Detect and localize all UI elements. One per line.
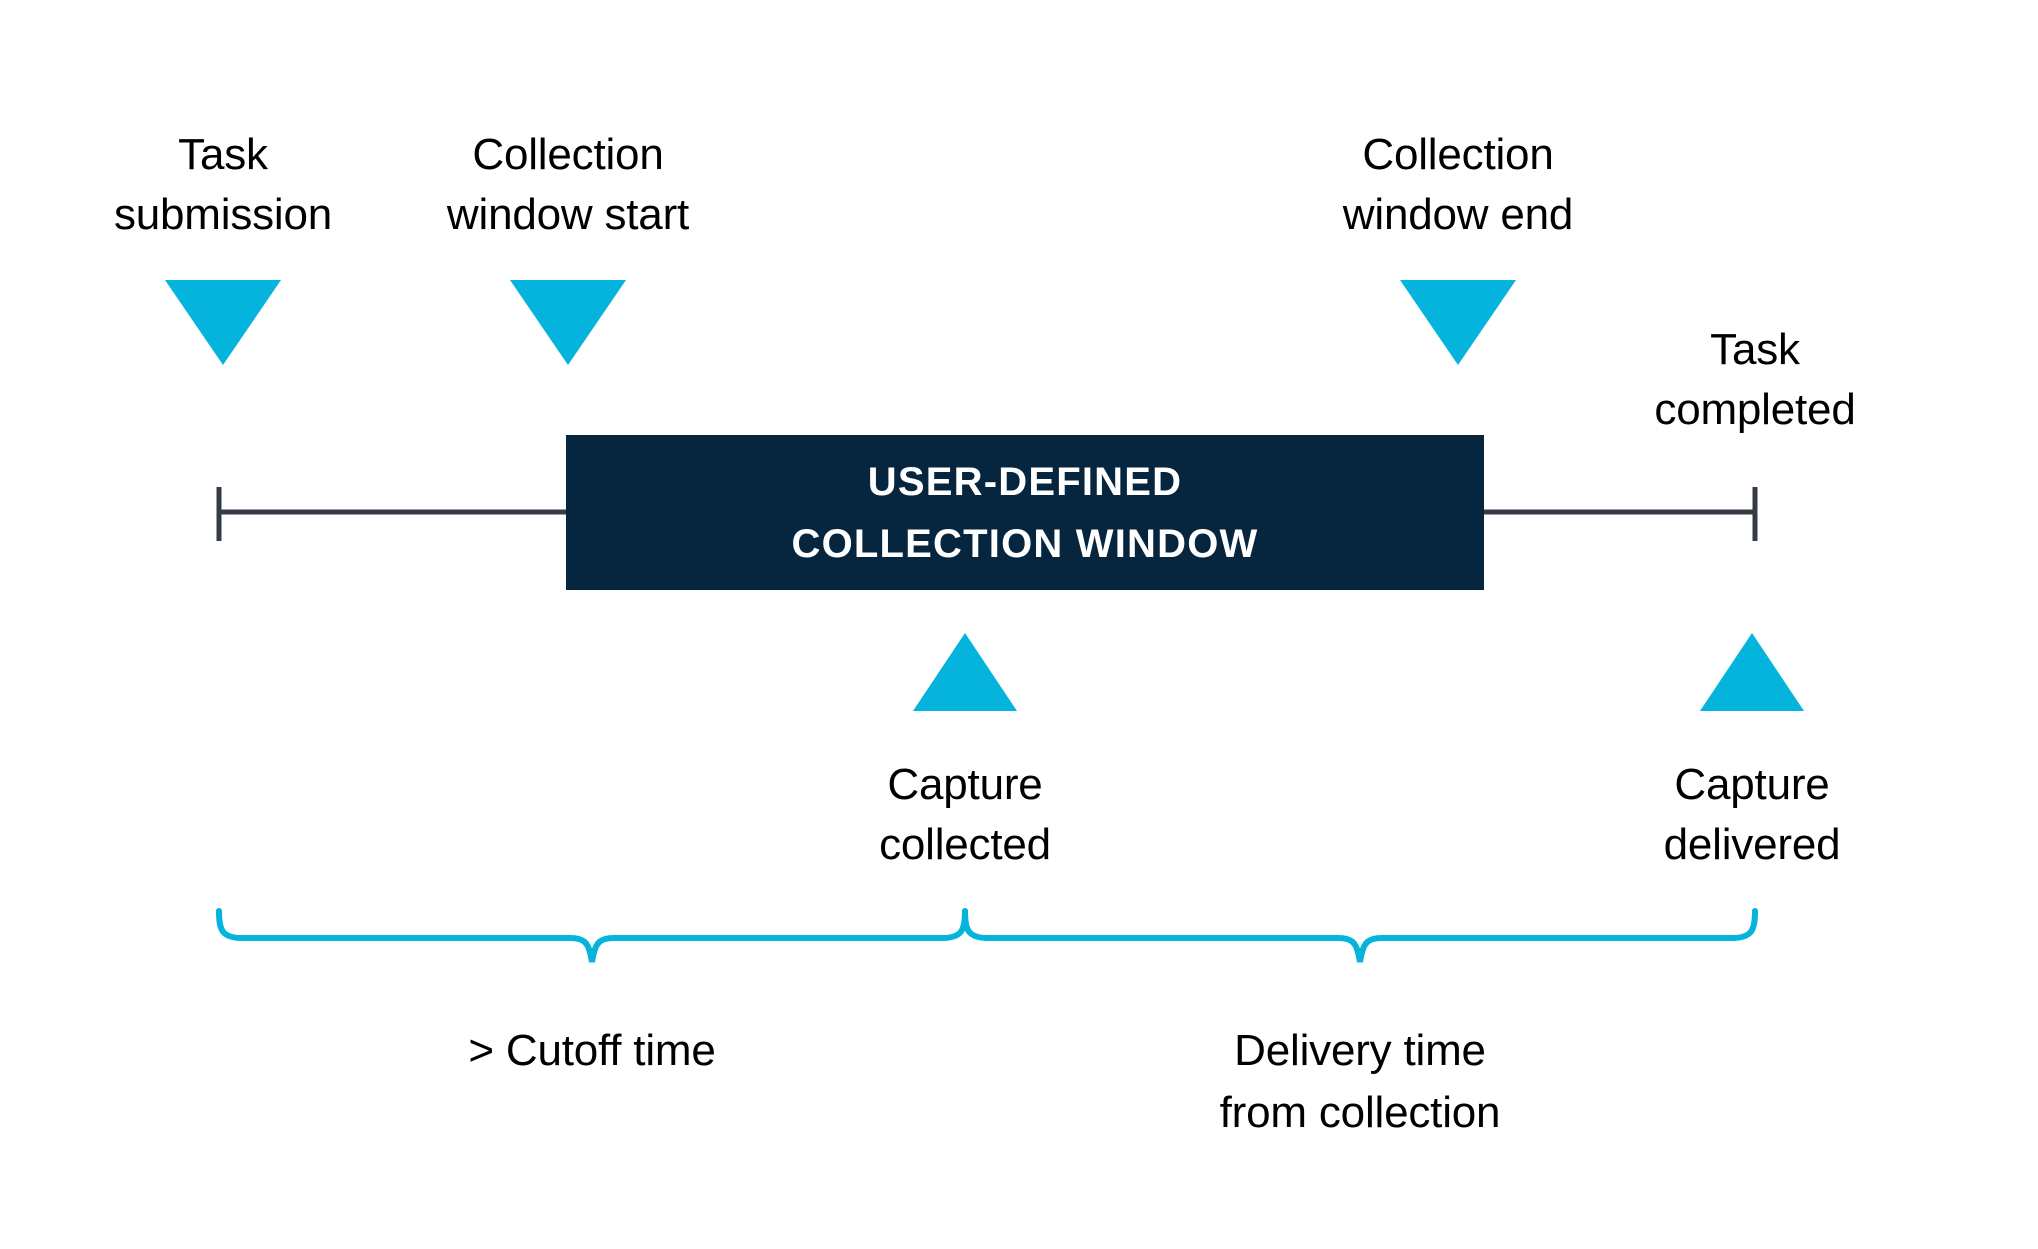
label-capture-collected-line2: collected — [879, 820, 1051, 869]
label-task-completed-line1: Task — [1710, 325, 1800, 374]
triangle-up-icon-capture-collected — [913, 633, 1017, 711]
label-task-completed: Task completed — [1555, 320, 1955, 440]
window-box-line1: USER-DEFINED — [867, 459, 1183, 504]
label-delivery-time: Delivery time from collection — [1160, 1020, 1560, 1144]
label-capture-collected-line1: Capture — [887, 760, 1043, 809]
brace-delivery-time — [962, 908, 1758, 963]
triangle-down-icon-collection-window-end — [1400, 280, 1516, 365]
label-collection-window-start-line2: window start — [446, 190, 690, 239]
brace-cutoff-time — [216, 908, 968, 963]
triangle-down-icon-collection-window-start — [510, 280, 626, 365]
label-capture-collected: Capture collected — [765, 755, 1165, 875]
label-collection-window-end-line1: Collection — [1362, 130, 1554, 179]
label-delivery-time-line1: Delivery time — [1234, 1026, 1486, 1075]
label-task-submission-line1: Task — [178, 130, 268, 179]
label-collection-window-end: Collection window end — [1258, 125, 1658, 245]
label-collection-window-start: Collection window start — [368, 125, 768, 245]
window-box-line2: COLLECTION WINDOW — [791, 521, 1259, 566]
triangle-down-icon-task-submission — [165, 280, 281, 365]
label-collection-window-end-line2: window end — [1342, 190, 1574, 239]
label-capture-delivered-line1: Capture — [1674, 760, 1830, 809]
label-task-submission-line2: submission — [113, 190, 333, 239]
label-capture-delivered: Capture delivered — [1552, 755, 1952, 875]
triangle-up-icon-capture-delivered — [1700, 633, 1804, 711]
label-delivery-time-line2: from collection — [1219, 1088, 1501, 1137]
label-task-completed-line2: completed — [1654, 385, 1856, 434]
user-defined-collection-window-box: USER-DEFINED COLLECTION WINDOW — [566, 435, 1484, 590]
label-capture-delivered-line2: delivered — [1663, 820, 1841, 869]
label-task-submission: Task submission — [23, 125, 423, 245]
label-cutoff-time: > Cutoff time — [392, 1020, 792, 1082]
label-collection-window-start-line1: Collection — [472, 130, 664, 179]
label-cutoff-time-line1: > Cutoff time — [468, 1026, 716, 1075]
